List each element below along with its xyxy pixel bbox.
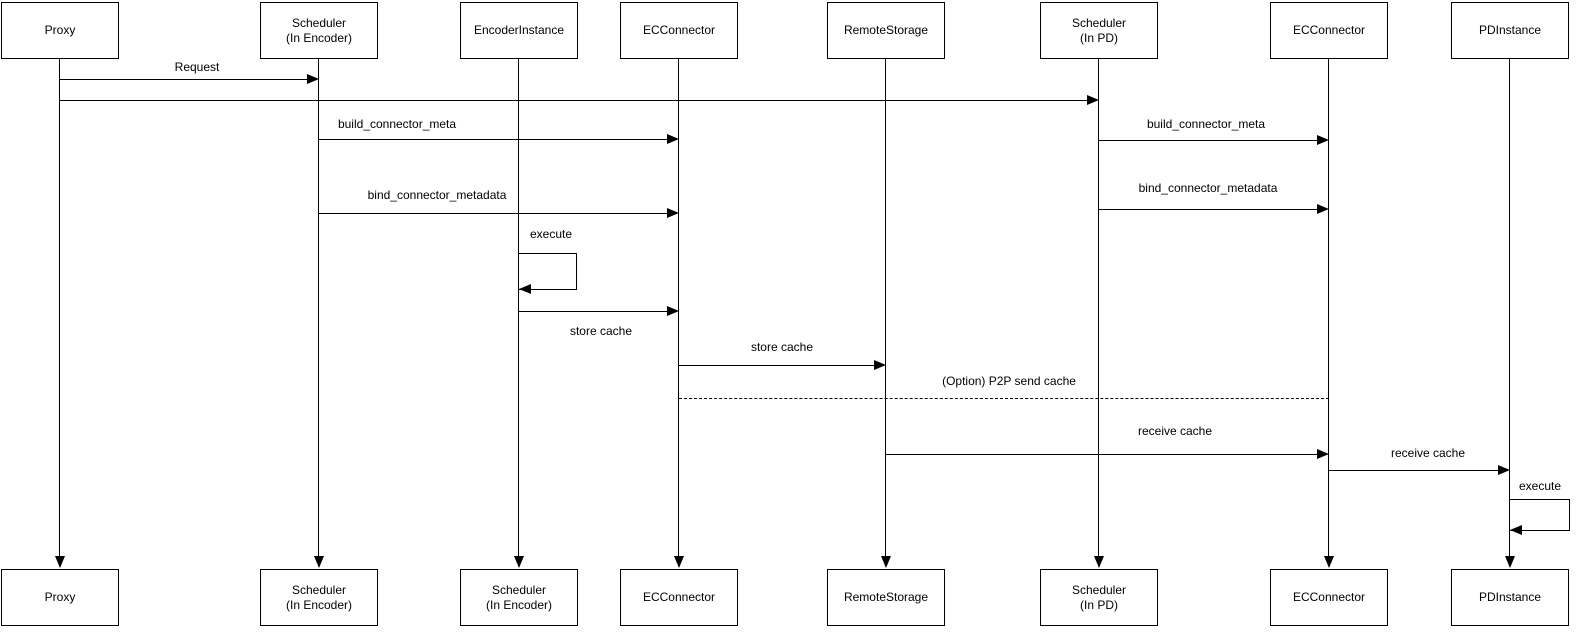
lifeline-end-arrow-icon [674,556,684,568]
message-receive-cache-1-line [886,454,1318,455]
actor-sublabel: (In PD) [1079,597,1118,612]
actor-top-pd-instance: PDInstance [1451,2,1569,59]
actor-top-remote-storage: RemoteStorage [827,2,945,59]
actor-label: ECConnector [642,23,716,37]
actor-top-proxy: Proxy [1,2,119,59]
message-receive-cache-2-line [1329,470,1499,471]
lifeline-scheduler-pd [1098,59,1099,557]
message-build-connector-meta-right-line [1099,140,1318,141]
message-build-connector-meta-left-line [319,139,668,140]
actor-bottom-scheduler-encoder: Scheduler (In Encoder) [260,569,378,626]
actor-label: Scheduler [291,582,347,597]
actor-label: Scheduler [1071,582,1127,597]
message-execute-encoder-label: execute [526,227,576,241]
arrowhead-icon [1087,95,1099,105]
actor-bottom-scheduler-encoder-2: Scheduler (In Encoder) [460,569,578,626]
actor-sublabel: (In PD) [1079,30,1118,45]
arrowhead-icon [1317,449,1329,459]
actor-sublabel: (In Encoder) [285,30,353,45]
arrowhead-icon [667,134,679,144]
actor-label: Proxy [44,23,76,37]
actor-label: Proxy [44,590,76,604]
lifeline-end-arrow-icon [1324,556,1334,568]
actor-label: Scheduler [491,582,547,597]
actor-top-encoder-instance: EncoderInstance [460,2,578,59]
message-request-line [60,79,308,80]
actor-bottom-scheduler-pd: Scheduler (In PD) [1040,569,1158,626]
lifeline-remote-storage [885,59,886,557]
message-receive-cache-2-label: receive cache [1387,446,1469,460]
message-request-label: Request [171,60,223,74]
actor-top-ec-connector-left: ECConnector [620,2,738,59]
actor-bottom-pd-instance: PDInstance [1451,569,1569,626]
actor-top-ec-connector-right: ECConnector [1270,2,1388,59]
actor-label: ECConnector [1292,23,1366,37]
message-proxy-to-scheduler-pd-line [60,100,1088,101]
arrowhead-icon [1510,525,1522,535]
arrowhead-icon [519,284,531,294]
message-execute-pd-label: execute [1515,479,1565,493]
arrowhead-icon [307,74,319,84]
lifeline-proxy [59,59,60,557]
lifeline-end-arrow-icon [1505,556,1515,568]
message-build-connector-meta-right-label: build_connector_meta [1143,117,1269,131]
message-build-connector-meta-left-label: build_connector_meta [334,117,460,131]
message-p2p-send-cache-line [679,398,1329,399]
message-store-cache-2-line [679,365,875,366]
actor-top-scheduler-encoder: Scheduler (In Encoder) [260,2,378,59]
actor-bottom-proxy: Proxy [1,569,119,626]
actor-label: RemoteStorage [843,590,929,604]
message-execute-pd-loop [1510,499,1570,531]
actor-label: PDInstance [1478,590,1542,604]
actor-top-scheduler-pd: Scheduler (In PD) [1040,2,1158,59]
arrowhead-icon [667,306,679,316]
message-receive-cache-1-label: receive cache [1134,424,1216,438]
actor-bottom-ec-connector-left: ECConnector [620,569,738,626]
actor-label: PDInstance [1478,23,1542,37]
actor-bottom-remote-storage: RemoteStorage [827,569,945,626]
actor-label: RemoteStorage [843,23,929,37]
message-bind-connector-metadata-left-label: bind_connector_metadata [364,188,510,202]
lifeline-encoder-instance [518,59,519,557]
actor-bottom-ec-connector-right: ECConnector [1270,569,1388,626]
message-store-cache-2-label: store cache [747,340,817,354]
actor-label: EncoderInstance [473,23,565,37]
lifeline-ec-connector-right [1328,59,1329,557]
arrowhead-icon [1317,204,1329,214]
arrowhead-icon [667,208,679,218]
lifeline-end-arrow-icon [1094,556,1104,568]
message-p2p-send-cache-label: (Option) P2P send cache [939,374,1079,388]
actor-sublabel: (In Encoder) [285,597,353,612]
actor-label: ECConnector [1292,590,1366,604]
actor-label: Scheduler [1071,15,1127,30]
lifeline-pd-instance [1509,59,1510,557]
message-store-cache-1-label: store cache [566,324,636,338]
actor-label: Scheduler [291,15,347,30]
lifeline-end-arrow-icon [314,556,324,568]
message-bind-connector-metadata-right-line [1099,209,1318,210]
arrowhead-icon [1317,135,1329,145]
lifeline-end-arrow-icon [514,556,524,568]
lifeline-scheduler-encoder [318,59,319,557]
message-bind-connector-metadata-right-label: bind_connector_metadata [1135,181,1281,195]
actor-label: ECConnector [642,590,716,604]
message-store-cache-1-line [519,311,668,312]
arrowhead-icon [1498,465,1510,475]
message-execute-encoder-loop [519,253,577,290]
lifeline-end-arrow-icon [55,556,65,568]
message-bind-connector-metadata-left-line [319,213,668,214]
actor-sublabel: (In Encoder) [485,597,553,612]
lifeline-end-arrow-icon [881,556,891,568]
arrowhead-icon [874,360,886,370]
